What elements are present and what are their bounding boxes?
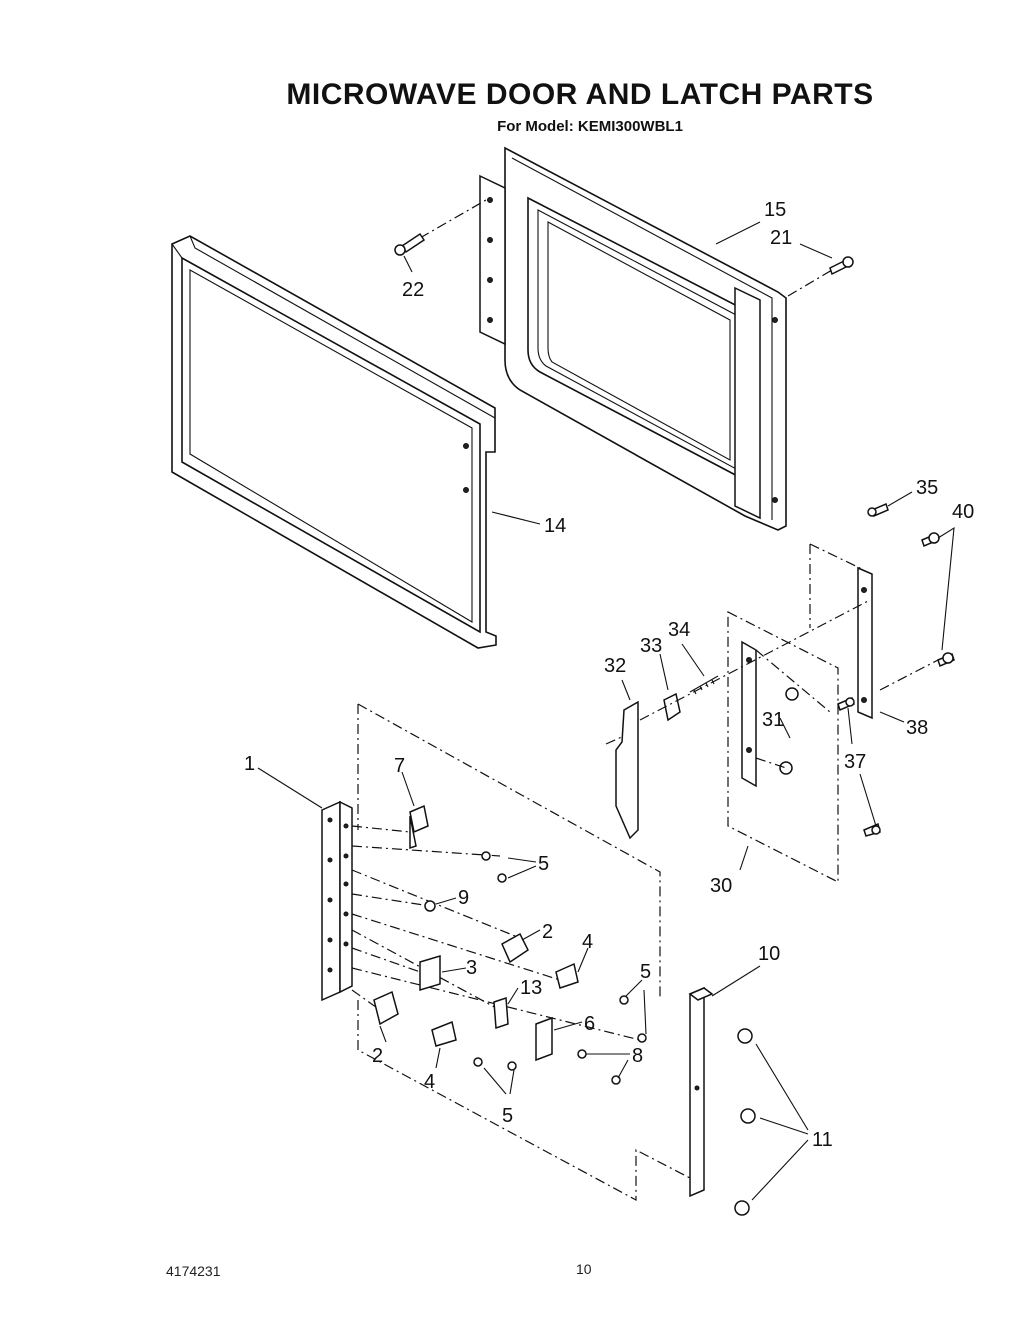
part-5-screws (473, 851, 647, 1071)
callout-6: 6 (584, 1013, 595, 1035)
part-7-switch-actuator (409, 804, 429, 850)
assembly-line-latch-2 (755, 649, 831, 713)
callout-5-right: 5 (640, 961, 651, 983)
page-number: 10 (576, 1261, 592, 1277)
part-6-switch-holder (535, 1016, 553, 1062)
callout-4-upper: 4 (582, 931, 593, 953)
callout-33: 33 (640, 635, 662, 657)
callout-numbers: 15 21 22 14 35 40 34 33 32 31 38 37 30 1… (244, 199, 974, 1151)
callout-5-lower: 5 (502, 1105, 513, 1127)
callout-15: 15 (764, 199, 786, 221)
callout-1: 1 (244, 753, 255, 775)
callout-10: 10 (758, 943, 780, 965)
part-3-pad (419, 954, 441, 992)
callout-11: 11 (812, 1129, 833, 1151)
callout-37: 37 (844, 751, 866, 773)
part-32-latch-lever (605, 700, 639, 840)
callout-3: 3 (466, 957, 477, 979)
part-21-screw (787, 256, 854, 297)
part-37-screw (837, 696, 881, 837)
part-40-screw (879, 532, 955, 691)
part-4-switch-lower (431, 1020, 457, 1047)
callout-7: 7 (394, 755, 405, 777)
part-30-latch-housing (727, 611, 839, 883)
part-13-switch-lever (493, 996, 509, 1030)
callout-32: 32 (604, 655, 626, 677)
callout-38: 38 (906, 717, 928, 739)
callout-22: 22 (402, 279, 424, 301)
part-10-hinge-strip (688, 986, 714, 1198)
callout-13: 13 (520, 977, 542, 999)
part-15-door-frame (479, 146, 787, 531)
leader-lines (257, 221, 955, 1201)
part-31-latch-pin (755, 687, 799, 775)
part-2-switch-lower (373, 990, 399, 1026)
page-title: MICROWAVE DOOR AND LATCH PARTS (286, 78, 874, 111)
part-9-screw (424, 900, 436, 912)
part-35-screw (867, 502, 889, 518)
callout-2-lower: 2 (372, 1045, 383, 1067)
callout-21: 21 (770, 227, 792, 249)
part-2-switch-upper (501, 932, 529, 964)
callout-14: 14 (544, 515, 566, 537)
callout-9: 9 (458, 887, 469, 909)
callout-8: 8 (632, 1045, 643, 1067)
callout-40: 40 (952, 501, 974, 523)
callout-2-upper: 2 (542, 921, 553, 943)
callout-5-upper: 5 (538, 853, 549, 875)
callout-35: 35 (916, 477, 938, 499)
part-33-latch-hook (663, 692, 681, 722)
part-1-switch-bracket (321, 703, 691, 1202)
document-number: 4174231 (166, 1263, 221, 1279)
callout-4-lower: 4 (424, 1071, 435, 1093)
part-38-latch-bracket (809, 543, 873, 720)
part-22-screw (394, 199, 487, 256)
part-14-door-panel (171, 235, 497, 649)
assembly-line-latch (639, 599, 871, 721)
callout-30: 30 (710, 875, 732, 897)
callout-31: 31 (762, 709, 784, 731)
part-11-bumpers (734, 1028, 756, 1216)
part-4-switch-upper (555, 962, 579, 989)
callout-34: 34 (668, 619, 690, 641)
part-8-screws (577, 1049, 621, 1085)
model-subtitle: For Model: KEMI300WBL1 (497, 118, 683, 135)
